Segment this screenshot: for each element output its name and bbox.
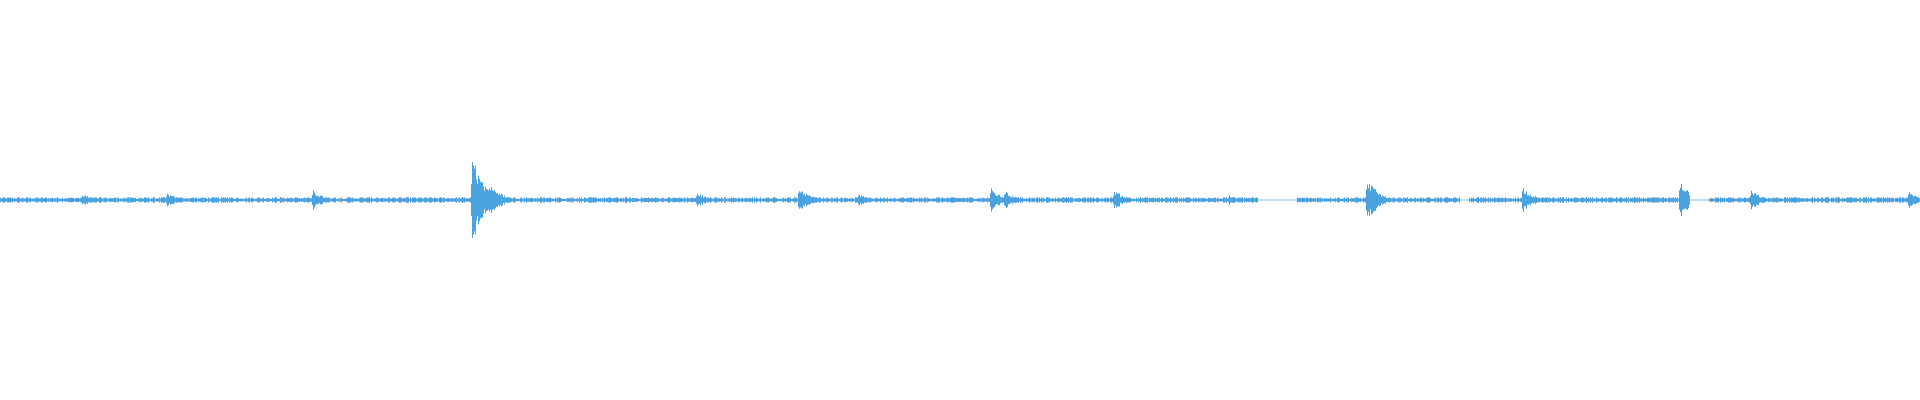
waveform-bars <box>0 161 1920 239</box>
